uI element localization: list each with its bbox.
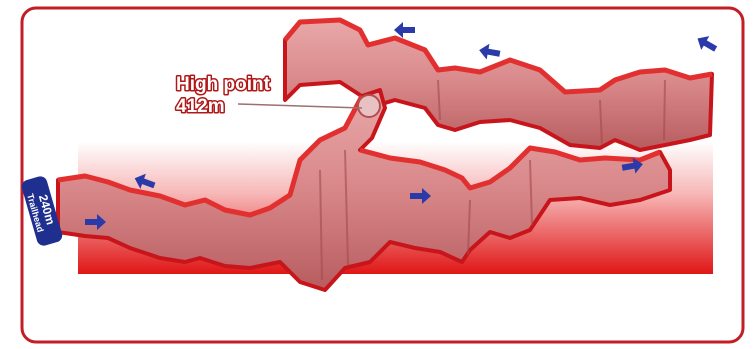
high-point-marker-icon (358, 95, 380, 117)
high-point-elevation: 412m (176, 96, 225, 117)
high-point-label: High point (176, 74, 271, 95)
